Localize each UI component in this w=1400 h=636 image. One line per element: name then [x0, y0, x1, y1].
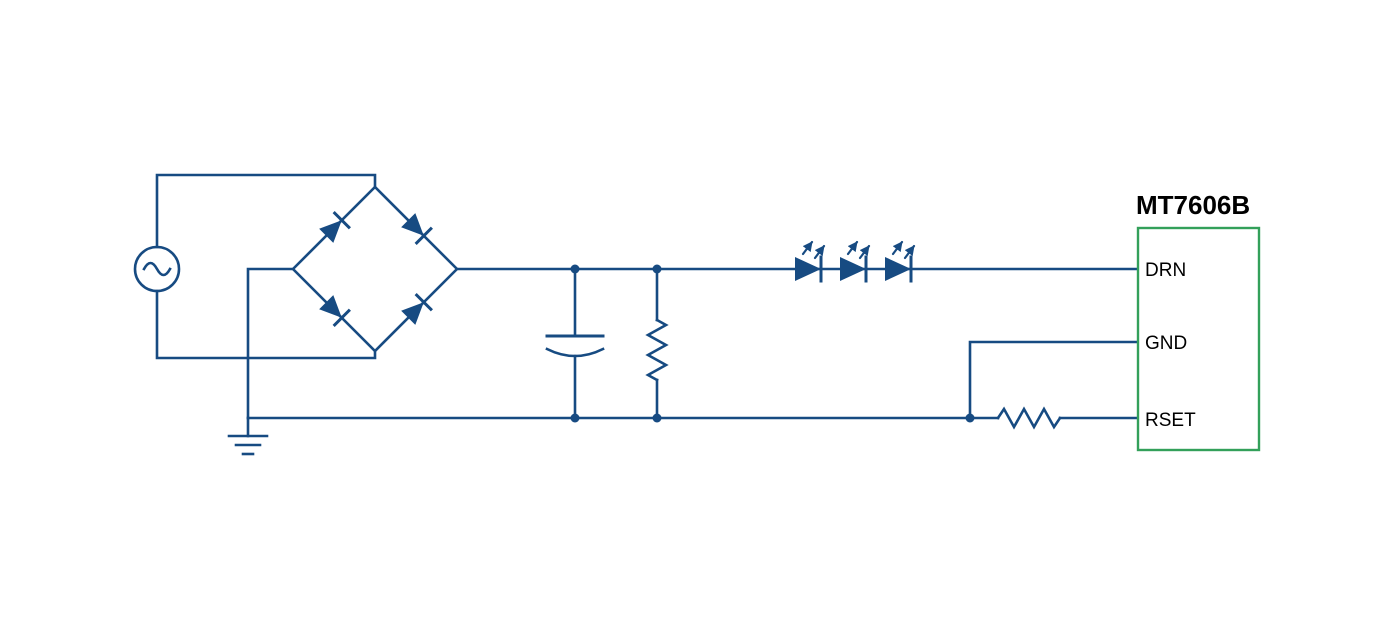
diode-icon-top-right [401, 213, 433, 245]
ac-bottom-wire [155, 289, 377, 360]
led-emission-arrow [846, 240, 859, 256]
diode-icon-bottom-left [319, 295, 351, 327]
ic-mt7606b: MT7606B DRN GND RSET [1136, 190, 1261, 452]
ic-outline [1136, 226, 1261, 452]
pin-label-gnd: GND [1145, 333, 1187, 354]
ac-voltage-source [133, 245, 181, 293]
junction-dot [965, 413, 975, 423]
led-triangle [840, 257, 866, 281]
led-emission-arrow [801, 240, 814, 256]
rset-resistor [996, 406, 1062, 430]
led-icon-2 [840, 240, 871, 283]
diode-cathode-bar [414, 226, 433, 245]
led-string [795, 240, 916, 283]
junction-dot [652, 413, 662, 423]
diode-icon-top-left [319, 211, 351, 243]
pin-label-drn: DRN [1145, 260, 1186, 281]
diode-cathode-bar [332, 211, 351, 230]
junction-dot [570, 413, 580, 423]
pin-label-rset: RSET [1145, 410, 1196, 431]
diode-triangle [319, 220, 342, 243]
ac-top-wire [155, 173, 377, 249]
junction-dot [652, 264, 662, 274]
filter-capacitor [545, 267, 605, 420]
bridge-rectifier [291, 185, 459, 353]
led-emission-arrow [903, 244, 916, 260]
diode-triangle [401, 213, 424, 236]
led-emission-arrow [858, 244, 871, 260]
dc-negative-wire [246, 267, 295, 420]
led-triangle [795, 257, 821, 281]
diode-cathode-bar [414, 293, 433, 312]
ground-symbol [227, 416, 269, 456]
led-triangle [885, 257, 911, 281]
resistor-zigzag-icon [645, 318, 669, 382]
diode-cathode-bar [332, 308, 351, 327]
bridge-diamond [291, 185, 459, 353]
diode-triangle [319, 295, 342, 318]
ac-source-circle [133, 245, 181, 293]
gnd-pin-wire [968, 340, 1140, 420]
diode-icon-bottom-right [401, 293, 433, 325]
junction-dots [570, 264, 975, 423]
led-icon-1 [795, 240, 826, 283]
ic-title: MT7606B [1136, 190, 1250, 220]
led-emission-arrow [891, 240, 904, 256]
led-emission-arrow [813, 244, 826, 260]
wires [155, 173, 1140, 420]
sine-wave-icon [142, 261, 172, 277]
diode-triangle [401, 302, 424, 325]
parallel-resistor [645, 267, 669, 420]
rset-resistor-zigzag-icon [996, 406, 1062, 430]
led-icon-3 [885, 240, 916, 283]
junction-dot [570, 264, 580, 274]
